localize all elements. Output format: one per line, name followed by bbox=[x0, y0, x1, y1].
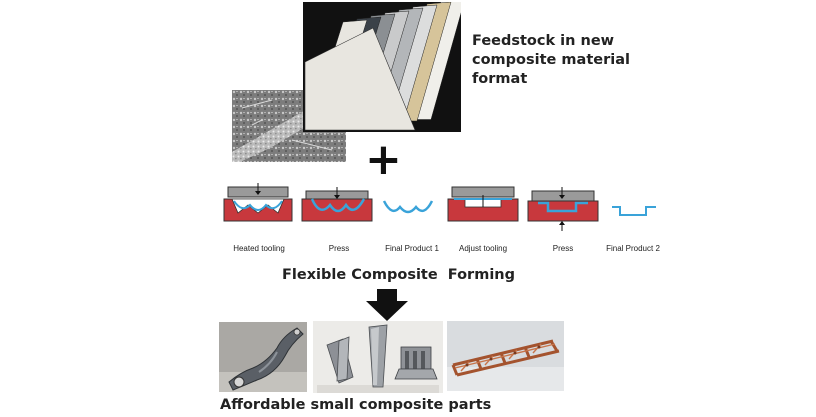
press-illustration-2 bbox=[527, 187, 599, 231]
plus-sign: + bbox=[365, 134, 402, 185]
feedstock-caption: Feedstock in new composite material form… bbox=[472, 32, 672, 89]
step-label-press-2: Press bbox=[552, 244, 574, 253]
part-photo-lever bbox=[219, 322, 307, 392]
feedstock-caption-line1: Feedstock in new bbox=[472, 33, 615, 49]
final-product-2-illustration bbox=[612, 206, 656, 216]
press-illustration-1 bbox=[301, 187, 373, 222]
final-product-1-illustration bbox=[382, 200, 434, 214]
feedstock-caption-line3: format bbox=[472, 71, 528, 87]
composite-sheet-front bbox=[304, 27, 416, 131]
step-label-final-product-2: Final Product 2 bbox=[606, 244, 660, 253]
adjust-tooling-illustration bbox=[447, 186, 519, 222]
down-arrow-icon bbox=[366, 289, 408, 321]
part-photo-frame bbox=[447, 321, 564, 391]
step-label-adjust-tooling: Adjust tooling bbox=[458, 244, 508, 253]
step-label-final-product-1: Final Product 1 bbox=[385, 244, 439, 253]
part-photo-brackets bbox=[313, 321, 443, 393]
heated-tooling-illustration bbox=[223, 183, 293, 222]
step-label-press-1: Press bbox=[328, 244, 350, 253]
forming-process-diagram bbox=[220, 183, 680, 243]
forming-title: Flexible Composite Forming bbox=[282, 267, 515, 283]
parts-caption: Affordable small composite parts bbox=[220, 397, 492, 413]
step-label-heated-tooling: Heated tooling bbox=[233, 244, 285, 253]
feedstock-sheets-image bbox=[303, 2, 461, 132]
feedstock-caption-line2: composite material bbox=[472, 52, 630, 68]
